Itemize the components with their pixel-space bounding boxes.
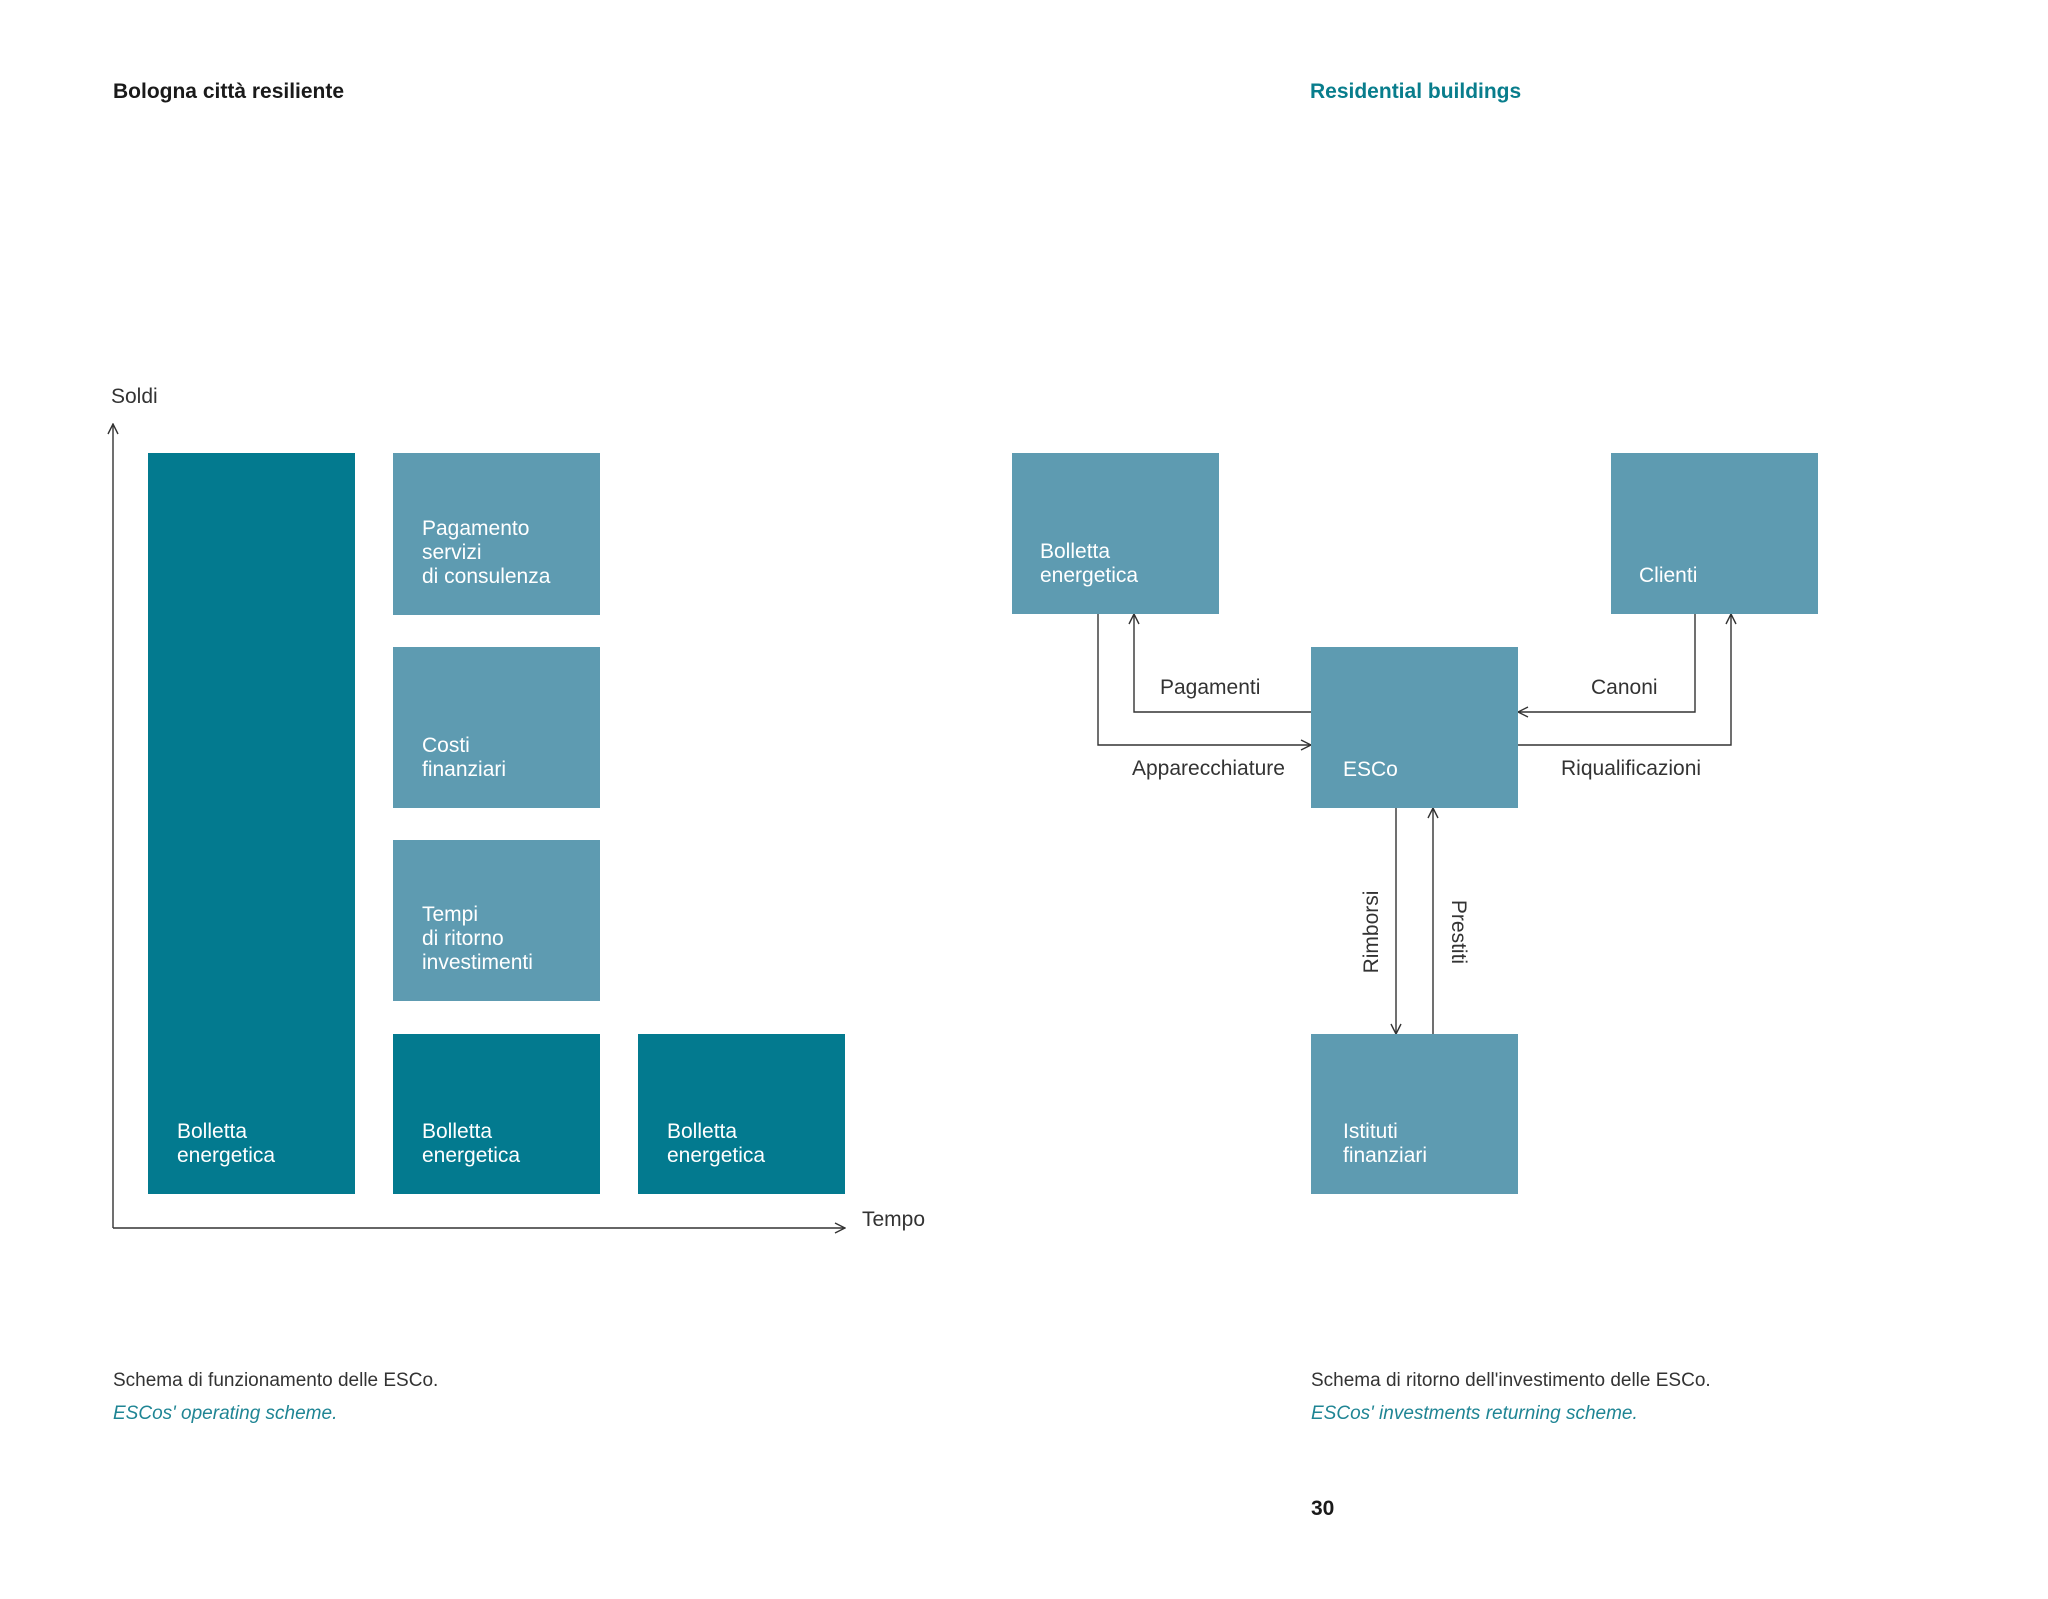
- node-banks: Istituti finanziari: [1311, 1034, 1518, 1194]
- right-caption-it: Schema di ritorno dell'investimento dell…: [1311, 1370, 1711, 1391]
- payback-block-label: Tempi di ritorno investimenti: [422, 903, 533, 974]
- node-esco: ESCo: [1311, 647, 1518, 808]
- x-axis-label: Tempo: [862, 1208, 926, 1231]
- page-header-left: Bologna città resiliente: [113, 80, 345, 103]
- left-caption-en: ESCos' operating scheme.: [113, 1403, 338, 1424]
- node-bill: Bolletta energetica: [1012, 453, 1219, 614]
- upgrades-arrow: [1518, 614, 1731, 746]
- payments-arrow: [1134, 614, 1311, 713]
- node-banks-label: Istituti finanziari: [1343, 1120, 1428, 1167]
- page-number: 30: [1311, 1497, 1335, 1520]
- flow-label-loans: Prestiti: [1447, 899, 1470, 965]
- consulting-block-label: Pagamento servizi di consulenza: [422, 517, 551, 588]
- flow-label-upgrades: Riqualificazioni: [1561, 757, 1702, 780]
- payback-block: Tempi di ritorno investimenti: [393, 840, 600, 1001]
- fees-arrow: [1518, 614, 1696, 712]
- y-axis-label: Soldi: [111, 385, 158, 408]
- flow-label-repayments: Rimborsi: [1360, 890, 1383, 974]
- node-clients-label: Clienti: [1639, 564, 1698, 587]
- bill-bar-large-label: Bolletta energetica: [177, 1120, 276, 1167]
- consulting-block: Pagamento servizi di consulenza: [393, 453, 600, 615]
- right-caption-en: ESCos' investments returning scheme.: [1311, 1403, 1638, 1424]
- flow-label-payments: Pagamenti: [1160, 676, 1261, 699]
- bill-bar-large: Bolletta energetica: [148, 453, 355, 1194]
- financial-costs-block-label: Costi finanziari: [422, 734, 507, 781]
- left-caption-it: Schema di funzionamento delle ESCo.: [113, 1370, 439, 1391]
- flow-label-equipment: Apparecchiature: [1132, 757, 1285, 780]
- financial-costs-block: Costi finanziari: [393, 647, 600, 808]
- equipment-arrow: [1097, 614, 1311, 745]
- bill-block-2-label: Bolletta energetica: [422, 1120, 521, 1167]
- flow-label-fees: Canoni: [1591, 676, 1658, 699]
- page-header-right: Residential buildings: [1310, 80, 1522, 103]
- node-bill-label: Bolletta energetica: [1040, 540, 1139, 587]
- node-esco-label: ESCo: [1343, 758, 1398, 781]
- bill-block-3: Bolletta energetica: [638, 1034, 845, 1194]
- node-clients: Clienti: [1611, 453, 1818, 614]
- bill-block-3-label: Bolletta energetica: [667, 1120, 766, 1167]
- bill-block-2: Bolletta energetica: [393, 1034, 600, 1194]
